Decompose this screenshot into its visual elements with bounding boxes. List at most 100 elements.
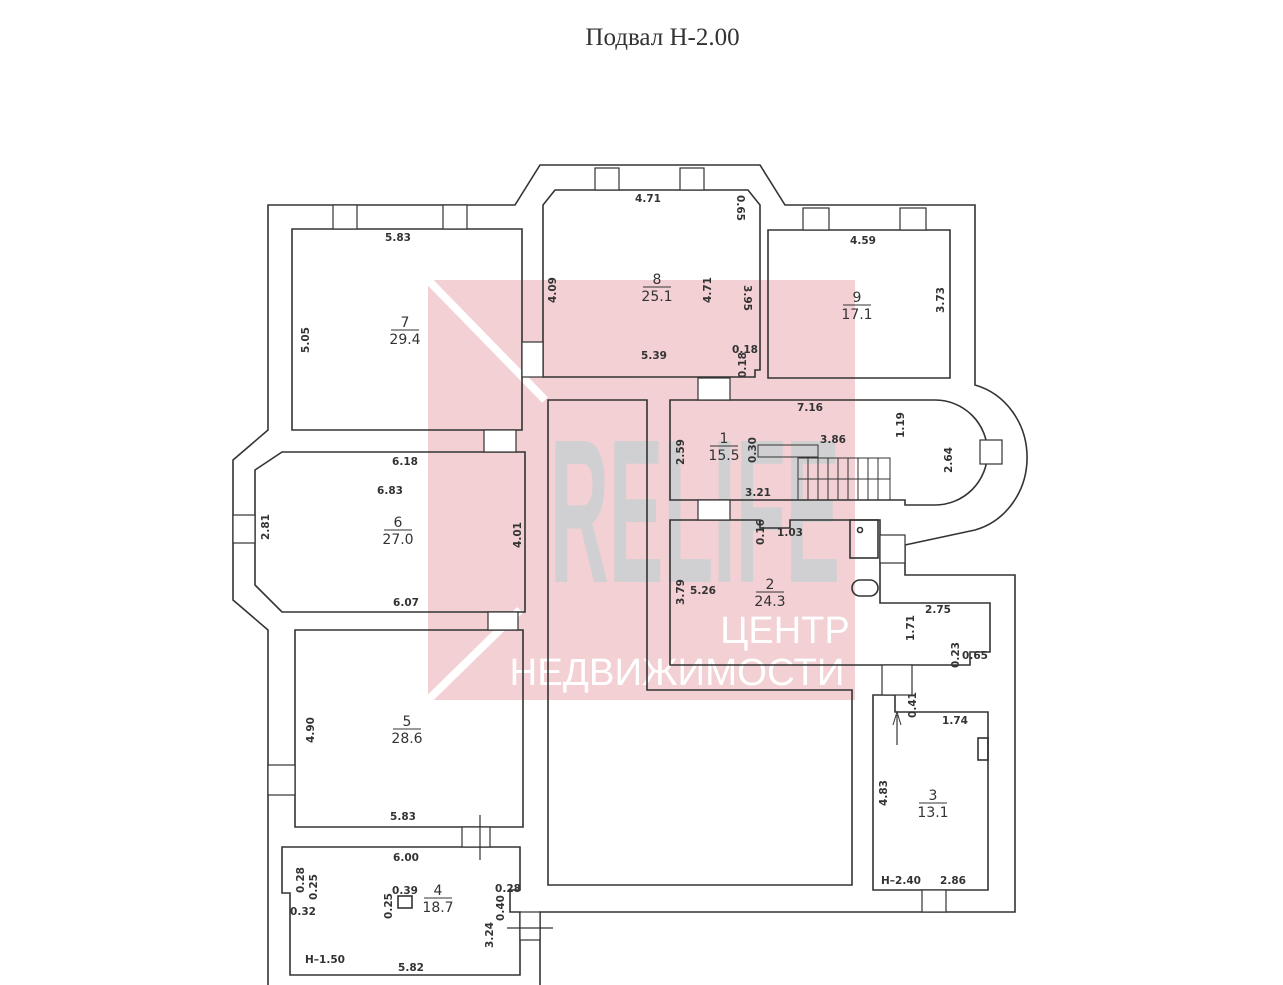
dimension: 3.86: [820, 434, 846, 446]
room-5-outline: [294, 629, 524, 828]
svg-text:4: 4: [434, 883, 443, 899]
dimension: 3.21: [745, 487, 771, 499]
vent-icon: [977, 737, 989, 761]
dimension: 5.26: [690, 585, 716, 597]
dimension: 5.83: [385, 232, 411, 244]
central-space-outline: [547, 399, 853, 886]
svg-text:2: 2: [766, 577, 775, 593]
svg-text:29.4: 29.4: [389, 332, 420, 348]
dimension: 4.71: [635, 193, 661, 205]
svg-text:17.1: 17.1: [841, 307, 872, 323]
svg-text:15.5: 15.5: [708, 448, 739, 464]
dimension: 0.30: [747, 437, 759, 463]
room-1-label: 115.5: [708, 431, 739, 464]
watermark: RELIFE ЦЕНТР НЕДВИЖИМОСТИ: [425, 277, 855, 703]
dimension: 0.25: [308, 874, 320, 900]
dimension: 0.65: [962, 650, 988, 662]
height-mark: Н–1.50: [305, 954, 345, 966]
dimension: 3.95: [741, 285, 753, 311]
dimension: 0.28: [495, 883, 521, 895]
dimension: 0.41: [907, 692, 919, 718]
dimension: 5.05: [300, 327, 312, 353]
dimension: 0.40: [495, 895, 507, 921]
room-6-label: 627.0: [382, 515, 413, 548]
watermark-line1: ЦЕНТР: [720, 610, 849, 652]
plan-title: Подвал Н-2.00: [585, 24, 740, 51]
svg-text:6: 6: [394, 515, 403, 531]
watermark-brand: RELIFE: [550, 397, 840, 626]
room-6-outline: [254, 451, 526, 613]
room-4-label: 418.7: [422, 883, 453, 916]
dimension: 0.16: [755, 519, 767, 545]
entry-arrow-head: [892, 710, 902, 726]
dimension: 6.83: [377, 485, 403, 497]
dimension: 4.09: [547, 277, 559, 303]
dimension: 5.82: [398, 962, 424, 974]
dimension: 0.18: [737, 352, 749, 378]
dimension: 6.00: [393, 852, 419, 864]
doorways: [461, 341, 913, 848]
room-9-label: 917.1: [841, 290, 872, 323]
dimension: 2.59: [675, 439, 687, 465]
svg-text:9: 9: [853, 290, 862, 306]
dimension: 6.18: [392, 456, 418, 468]
dimension: 4.59: [850, 235, 876, 247]
room-8-outline: [542, 189, 761, 378]
room-3-label: 313.1: [917, 788, 948, 821]
dimension: 2.75: [925, 604, 951, 616]
room-2-outline: [669, 519, 991, 666]
dimension: 1.03: [777, 527, 803, 539]
svg-text:25.1: 25.1: [641, 289, 672, 305]
dimension: 7.16: [797, 402, 823, 414]
svg-text:13.1: 13.1: [917, 805, 948, 821]
dimension: 3.79: [675, 579, 687, 605]
dimension: 5.83: [390, 811, 416, 823]
sink-icon: [849, 519, 879, 559]
watermark-line2: НЕДВИЖИМОСТИ: [510, 652, 845, 694]
dimension: 5.39: [641, 350, 667, 362]
room-5-label: 528.6: [391, 714, 422, 747]
dimension: 0.32: [290, 906, 316, 918]
room-labels: 729.4 825.1 917.1 115.5 627.0 224.3 528.…: [382, 272, 948, 916]
column-icon: [397, 895, 413, 909]
dimension: 4.71: [702, 277, 714, 303]
dimension: 4.83: [878, 780, 890, 806]
height-mark: Н–2.40: [881, 875, 921, 887]
toilet-icon: [851, 579, 879, 597]
dimension: 0.39: [392, 885, 418, 897]
outer-wall: [232, 164, 1028, 985]
dimension-labels: 4.71 0.65 5.83 4.09 4.71 3.95 4.59 3.73 …: [260, 193, 988, 974]
svg-text:24.3: 24.3: [754, 594, 785, 610]
dimension: 1.74: [942, 715, 968, 727]
dimension: 0.25: [383, 893, 395, 919]
dimension: 4.01: [512, 522, 524, 548]
dimension: 1.19: [895, 412, 907, 438]
dimension: 4.90: [305, 717, 317, 743]
dimension: 1.71: [905, 615, 917, 641]
staircase: [757, 444, 891, 501]
svg-text:28.6: 28.6: [391, 731, 422, 747]
dimension: 2.64: [943, 447, 955, 473]
room-8-label: 825.1: [641, 272, 672, 305]
dimension: 0.18: [732, 344, 758, 356]
svg-text:5: 5: [403, 714, 412, 730]
svg-text:1: 1: [720, 431, 729, 447]
dimension: 3.73: [935, 287, 947, 313]
svg-text:7: 7: [401, 315, 410, 331]
dimension: 2.86: [940, 875, 966, 887]
svg-text:3: 3: [929, 788, 938, 804]
svg-text:27.0: 27.0: [382, 532, 413, 548]
room-9-outline: [767, 229, 951, 379]
dimension: 0.23: [950, 642, 962, 668]
room-2-label: 224.3: [754, 577, 785, 610]
svg-text:18.7: 18.7: [422, 900, 453, 916]
drain-icon: [856, 526, 864, 534]
dimension: 2.81: [260, 514, 272, 540]
windows: [232, 167, 1003, 941]
room-7-label: 729.4: [389, 315, 420, 348]
dimension: 6.07: [393, 597, 419, 609]
dimension: 3.24: [484, 922, 496, 948]
dimension: 0.28: [295, 867, 307, 893]
svg-text:8: 8: [653, 272, 662, 288]
